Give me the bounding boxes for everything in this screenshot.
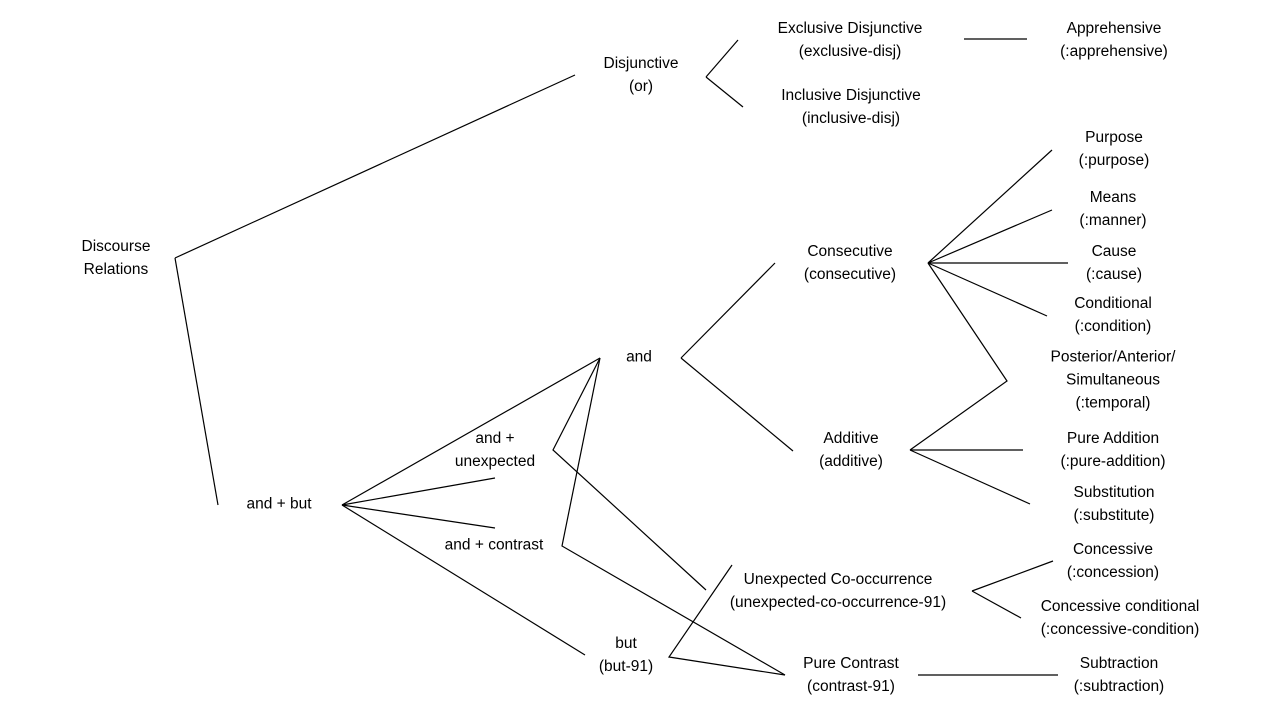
node-cause: Cause (:cause) (1086, 240, 1142, 286)
node-label: and + contrast (444, 536, 544, 554)
node-substitution: Substitution (:substitute) (1074, 481, 1155, 527)
node-inclusive-disjunctive: Inclusive Disjunctive (inclusive-disj) (781, 84, 921, 130)
node-unexpected-cooccurrence: Unexpected Co-occurrence (unexpected-co-… (730, 568, 946, 614)
node-label: but (615, 635, 637, 652)
edge-but-links (667, 564, 786, 676)
node-label: (additive) (819, 453, 883, 470)
node-label: Unexpected Co-occurrence (743, 571, 933, 588)
edge-additive-substitution (909, 449, 1031, 505)
edge-cooccurrence-concessive (971, 560, 1054, 592)
node-consecutive: Consecutive (consecutive) (804, 240, 896, 286)
node-label: Concessive conditional (1040, 598, 1200, 615)
edge-cooccurrence-concessive-conditional (971, 590, 1022, 619)
node-label: (exclusive-disj) (798, 43, 902, 60)
edge-disjunctive-exclusive (705, 39, 739, 78)
node-label: and (626, 348, 652, 366)
edge-and-but-but (341, 504, 586, 656)
node-label: unexpected (454, 453, 536, 470)
node-label: and + but (246, 495, 312, 513)
node-label: Inclusive Disjunctive (781, 87, 921, 104)
edge-and-consecutive (680, 262, 776, 359)
edge-root-and-but (174, 257, 219, 506)
node-label: (:purpose) (1078, 152, 1150, 169)
node-label: (or) (628, 78, 654, 95)
edge-consecutive-additive-temporal (909, 262, 1008, 451)
node-label: Apprehensive (1066, 20, 1162, 37)
node-label: Relations (83, 261, 149, 278)
edge-and-unexpected-cooccurrence (552, 357, 707, 591)
edge-and-contrast-pure-contrast (561, 357, 786, 676)
node-pure-addition: Pure Addition (:pure-addition) (1060, 427, 1165, 473)
node-and: and (626, 346, 652, 369)
node-label: (:pure-addition) (1060, 453, 1166, 470)
node-subtraction: Subtraction (:subtraction) (1074, 652, 1164, 698)
edge-consecutive-means (927, 209, 1053, 264)
node-label: (:subtraction) (1073, 678, 1165, 695)
node-label: (:apprehensive) (1060, 43, 1168, 60)
node-concessive: Concessive (:concession) (1067, 538, 1159, 584)
node-label: Purpose (1085, 129, 1143, 146)
node-label: Means (1089, 189, 1137, 206)
node-label: (contrast-91) (807, 678, 895, 695)
node-label: (:condition) (1074, 318, 1152, 335)
node-apprehensive: Apprehensive (:apprehensive) (1060, 17, 1168, 63)
node-label: Consecutive (807, 243, 893, 260)
edge-consecutive-conditional (927, 262, 1048, 317)
node-label: (:concession) (1066, 564, 1160, 581)
node-label: (:manner) (1079, 212, 1147, 229)
node-label: Subtraction (1079, 655, 1159, 672)
node-exclusive-disjunctive: Exclusive Disjunctive (exclusive-disj) (778, 17, 923, 63)
node-means: Means (:manner) (1079, 186, 1146, 232)
edge-root-disjunctive (174, 74, 576, 259)
edge-disjunctive-inclusive (705, 76, 744, 108)
node-label: (unexpected-co-occurrence-91) (729, 594, 947, 611)
node-additive: Additive (additive) (819, 427, 883, 473)
node-label: (but-91) (598, 658, 654, 675)
edge-and-but-and-unexpected (341, 477, 496, 506)
node-label: Simultaneous (1066, 371, 1160, 389)
node-label: (:substitute) (1073, 507, 1155, 524)
edge-and-additive (680, 357, 794, 452)
node-label: Concessive (1072, 541, 1154, 558)
node-and-unexpected: and + unexpected (455, 427, 535, 473)
node-label: (inclusive-disj) (801, 110, 901, 127)
edge-and-but-and (341, 357, 601, 506)
node-label: (:cause) (1086, 266, 1142, 283)
node-label: Pure Contrast (803, 655, 899, 672)
node-and-contrast: and + contrast (445, 534, 544, 557)
node-label: (:temporal) (1075, 394, 1151, 412)
node-label: Additive (823, 430, 879, 447)
edge-consecutive-purpose (927, 149, 1053, 264)
node-discourse-relations: Discourse Relations (82, 235, 151, 281)
node-conditional: Conditional (:condition) (1074, 292, 1152, 338)
node-temporal: Posterior/Anterior/ Simultaneous (:tempo… (1051, 346, 1176, 415)
node-but: but (but-91) (599, 632, 653, 678)
node-label: Discourse (81, 238, 151, 255)
node-label: Exclusive Disjunctive (777, 20, 923, 37)
node-label: (consecutive) (803, 266, 897, 283)
node-label: Substitution (1073, 484, 1155, 501)
node-disjunctive: Disjunctive (or) (604, 52, 679, 98)
node-label: Conditional (1074, 295, 1152, 312)
edge-and-but-and-contrast (341, 504, 496, 529)
node-label: Cause (1091, 243, 1137, 260)
node-label: and + (475, 430, 515, 447)
node-concessive-conditional: Concessive conditional (:concessive-cond… (1041, 595, 1200, 641)
node-label: Disjunctive (603, 55, 679, 72)
node-purpose: Purpose (:purpose) (1079, 126, 1150, 172)
node-label: Posterior/Anterior/ (1050, 348, 1176, 366)
node-pure-contrast: Pure Contrast (contrast-91) (803, 652, 899, 698)
node-label: Pure Addition (1066, 430, 1160, 447)
node-and-but: and + but (246, 493, 311, 516)
node-label: (:concessive-condition) (1040, 621, 1200, 638)
